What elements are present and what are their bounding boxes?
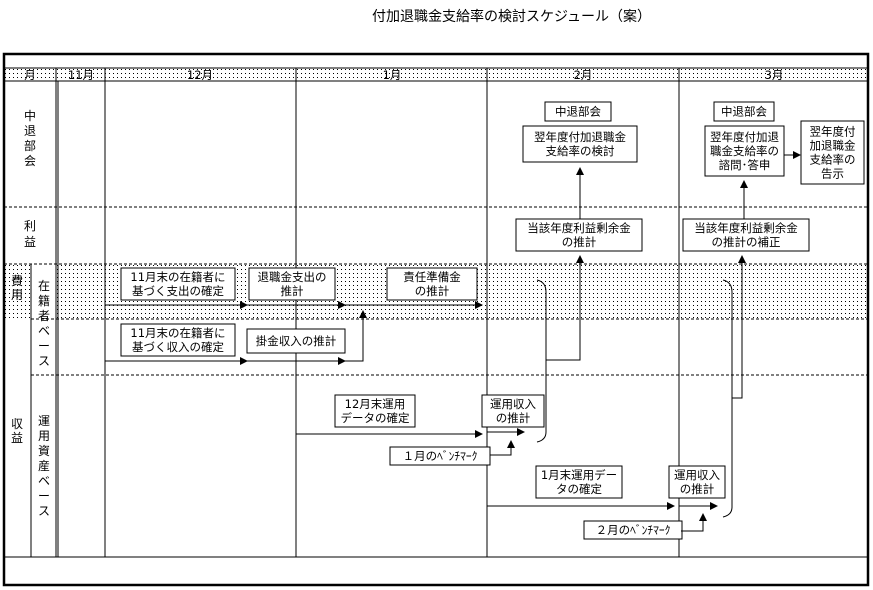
row-label-rieki: 利益 xyxy=(24,219,36,249)
box-text: の推計 xyxy=(415,284,450,298)
arrow-feb-bench xyxy=(681,513,707,532)
box-jan-bench: １月のﾍﾞﾝﾁﾏｰｸ xyxy=(389,446,491,466)
box-text: 告示 xyxy=(821,167,844,181)
row-label-unyo-base: 運用資産ベース xyxy=(38,414,50,518)
outer-frame xyxy=(2,52,870,587)
box-text: の推計 xyxy=(496,411,531,425)
box-text: の推計 xyxy=(680,482,715,496)
hiyo-band-blank xyxy=(31,264,57,319)
box-text: の推計 xyxy=(562,235,597,249)
box-kakekin: 掛金収入の推計 xyxy=(246,328,346,354)
box-text: 運用収入 xyxy=(674,468,720,482)
month-header-label: 月 xyxy=(24,68,36,82)
brace-feb xyxy=(536,279,547,443)
arrow-jan-bench xyxy=(490,440,515,456)
box-text: 基づく収入の確定 xyxy=(132,340,224,354)
grid-lines xyxy=(4,67,868,558)
month-header-dec: 12月 xyxy=(187,68,213,82)
row-label-chutaibukai: 中退部会 xyxy=(24,108,36,168)
box-text: 基づく支出の確定 xyxy=(132,284,224,298)
box-text: 翌年度付加退 xyxy=(710,130,779,144)
box-text: 加退職金 xyxy=(810,139,856,153)
row-label-hiyo: 費用 xyxy=(11,273,23,302)
month-header-feb: 2月 xyxy=(574,68,593,82)
row-label-shueki: 収益 xyxy=(11,417,23,445)
box-text: 諮問･答申 xyxy=(719,158,771,172)
box-text: の推計の補正 xyxy=(712,235,781,249)
box-text: 退職金支出の xyxy=(258,270,327,284)
box-text: 推計 xyxy=(281,284,304,298)
month-header-jan: 1月 xyxy=(383,68,402,82)
box-text: 1月末運用デー xyxy=(541,468,617,482)
arrow-kakekin-up xyxy=(345,310,367,362)
box-text: 職金支給率の xyxy=(710,144,779,158)
box-mar-bukai: 中退部会 xyxy=(713,101,775,122)
box-text: 支給率の検討 xyxy=(546,144,615,158)
box-text: 11月末の在籍者に xyxy=(130,326,225,340)
box-text: 12月末運用 xyxy=(345,397,406,411)
connectors xyxy=(105,151,801,532)
box-text: 当該年度利益剰余金 xyxy=(694,221,798,235)
box-text: 当該年度利益剰余金 xyxy=(527,221,631,235)
box-text: １月のﾍﾞﾝﾁﾏｰｸ xyxy=(403,449,478,463)
diagram-title: 付加退職金支給率の検討スケジュール（案） xyxy=(371,9,652,25)
box-feb-bukai: 中退部会 xyxy=(544,101,612,122)
box-text: タの確定 xyxy=(556,482,602,496)
month-header-nov: 11月 xyxy=(68,68,94,82)
box-text: データの確定 xyxy=(341,411,410,425)
box-text: 支給率の xyxy=(810,153,856,167)
month-header-mar: 3月 xyxy=(765,68,784,82)
box-text: 翌年度付 xyxy=(810,125,856,139)
box-feb-bench: ２月のﾍﾞﾝﾁﾏｰｸ xyxy=(583,520,683,540)
row-label-zaiseki-base: 在籍者ベース xyxy=(38,279,50,368)
box-text: 中退部会 xyxy=(555,105,601,119)
box-text: 翌年度付加退職金 xyxy=(534,130,626,144)
box-text: 運用収入 xyxy=(490,397,536,411)
box-text: 中退部会 xyxy=(721,105,767,119)
box-text: 11月末の在籍者に xyxy=(130,270,225,284)
brace-mar xyxy=(722,279,733,518)
header-band xyxy=(4,68,868,81)
arrow-mar-rieki xyxy=(732,255,746,399)
box-text: 責任準備金 xyxy=(403,270,461,284)
arrow-feb-rieki xyxy=(546,255,584,361)
box-text: ２月のﾍﾞﾝﾁﾏｰｸ xyxy=(596,523,671,537)
box-text: 掛金収入の推計 xyxy=(256,334,337,348)
